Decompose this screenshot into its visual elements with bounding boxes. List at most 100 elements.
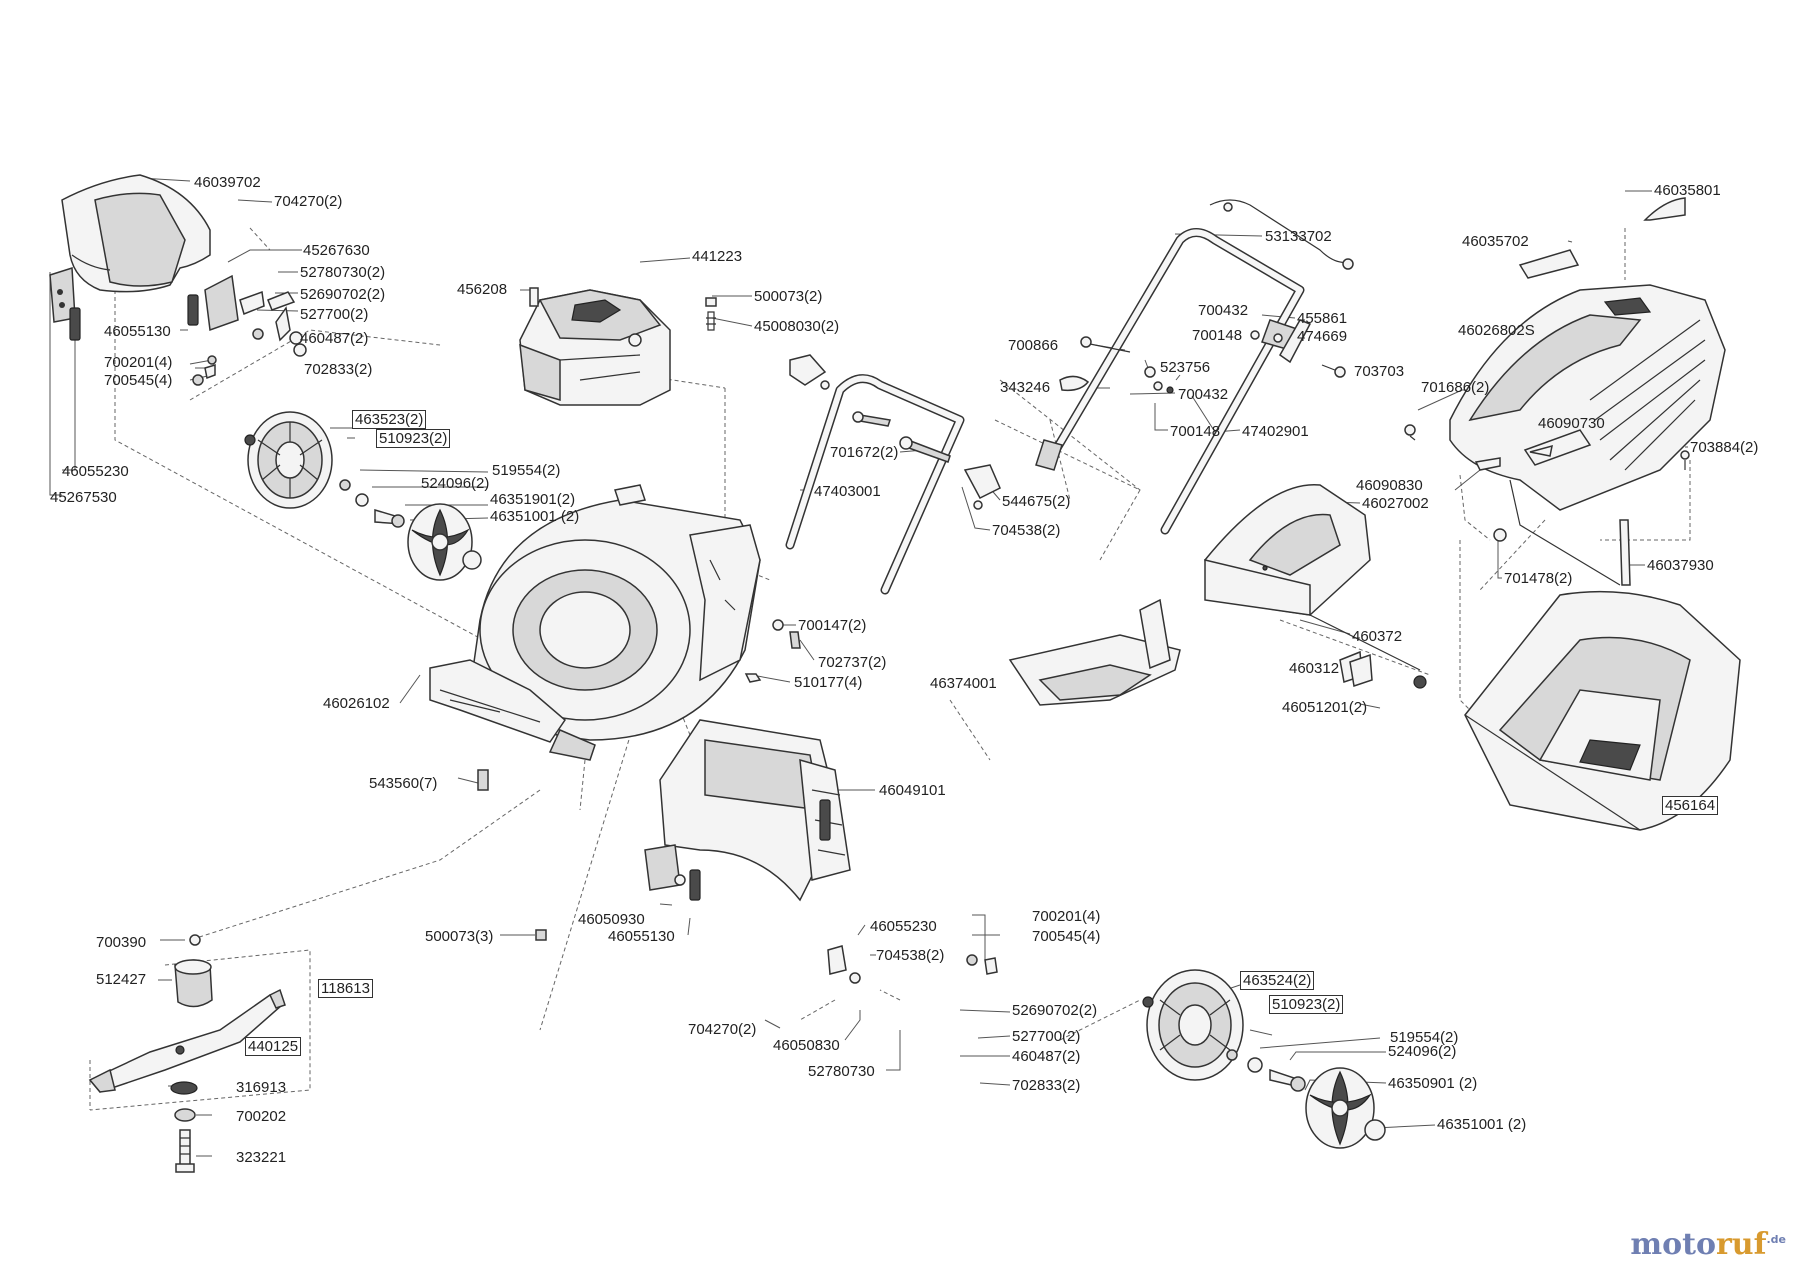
part-number-label: 700432 (1178, 386, 1229, 403)
part-number-label: 700432 (1198, 302, 1249, 319)
part-number-label: 46037930 (1647, 557, 1714, 574)
discharge-chute (659, 719, 851, 902)
part-number-label: 463523(2) (352, 410, 427, 429)
part-number-label: 46026102 (323, 695, 390, 712)
part-number-label: 527700(2) (300, 306, 369, 323)
rear-flap (61, 174, 211, 293)
part-number-label: 316913 (236, 1079, 287, 1096)
bag-frame-rod (1493, 479, 1631, 586)
part-number-label: 702737(2) (818, 654, 887, 671)
part-number-label: 46035702 (1462, 233, 1529, 250)
part-number-label: 704270(2) (274, 193, 343, 210)
part-number-label: 512427 (96, 971, 147, 988)
part-number-label: 47402901 (1242, 423, 1309, 440)
handle-hardware (1059, 319, 1346, 394)
part-number-label: 500073(3) (425, 928, 494, 945)
part-number-label: 46351001 (2) (1437, 1116, 1527, 1133)
part-number-label: 46039702 (194, 174, 261, 191)
part-number-label: 700545(4) (1032, 928, 1101, 945)
part-number-label: 544675(2) (1002, 493, 1071, 510)
part-number-label: 46090730 (1538, 415, 1605, 432)
part-number-label: 460312 (1289, 660, 1340, 677)
part-number-label: 700866 (1008, 337, 1059, 354)
part-number-label: 524096(2) (1388, 1043, 1457, 1060)
part-number-label: 47403001 (814, 483, 881, 500)
mower-deck (429, 484, 761, 761)
hubcap-bottom (1305, 1067, 1386, 1149)
left-rear-brackets (49, 266, 307, 386)
part-number-label: 456208 (457, 281, 508, 298)
part-number-label: 46374001 (930, 675, 997, 692)
part-number-label: 460372 (1352, 628, 1403, 645)
part-number-label: 510923(2) (1269, 995, 1344, 1014)
part-number-label: 463524(2) (1240, 971, 1315, 990)
part-number-label: 704270(2) (688, 1021, 757, 1038)
part-number-label: 455861 (1297, 310, 1348, 327)
part-number-label: 46351901(2) (490, 491, 576, 508)
part-number-label: 524096(2) (421, 475, 490, 492)
part-number-label: 46027002 (1362, 495, 1429, 512)
part-number-label: 700148 (1170, 423, 1221, 440)
part-number-label: 500073(2) (754, 288, 823, 305)
part-number-label: 52690702(2) (1012, 1002, 1098, 1019)
part-number-label: 53133702 (1265, 228, 1332, 245)
hubcap-top (407, 503, 482, 581)
part-number-label: 519554(2) (1390, 1029, 1459, 1046)
rear-cover (1404, 197, 1726, 511)
part-number-label: 441223 (692, 248, 743, 265)
part-number-label: 700147(2) (798, 617, 867, 634)
part-number-label: 523756 (1160, 359, 1211, 376)
part-number-label: 45267530 (50, 489, 117, 506)
part-number-label: 323221 (236, 1149, 287, 1166)
part-number-label: 46050830 (773, 1037, 840, 1054)
part-number-label: 46090830 (1356, 477, 1423, 494)
part-number-label: 118613 (318, 979, 373, 998)
part-number-label: 46055130 (608, 928, 675, 945)
part-number-label: 45267630 (303, 242, 370, 259)
part-number-label: 704538(2) (876, 947, 945, 964)
part-number-label: 700201(4) (104, 354, 173, 371)
part-number-label: 543560(7) (369, 775, 438, 792)
part-number-label: 52690702(2) (300, 286, 386, 303)
part-number-label: 343246 (1000, 379, 1051, 396)
part-number-label: 460487(2) (300, 330, 369, 347)
part-number-label: 700202 (236, 1108, 287, 1125)
part-number-label: 46035801 (1654, 182, 1721, 199)
part-number-label: 46050930 (578, 911, 645, 928)
part-number-label: 704538(2) (992, 522, 1061, 539)
part-number-label: 701686(2) (1421, 379, 1490, 396)
part-number-label: 510923(2) (376, 429, 451, 448)
motoruf-watermark-logo: motoruf.de (1630, 1227, 1786, 1262)
part-number-label: 702833(2) (1012, 1077, 1081, 1094)
part-number-label: 519554(2) (492, 462, 561, 479)
part-number-label: 46049101 (879, 782, 946, 799)
part-number-label: 527700(2) (1012, 1028, 1081, 1045)
part-number-label: 46351001 (2) (490, 508, 580, 525)
mulch-insert (1008, 598, 1181, 706)
part-number-label: 456164 (1662, 796, 1719, 815)
part-number-label: 700148 (1192, 327, 1243, 344)
part-number-label: 46350901 (2) (1388, 1075, 1478, 1092)
lower-handle (785, 354, 1001, 595)
grass-bag-top (1204, 483, 1427, 689)
part-number-label: 510177(4) (794, 674, 863, 691)
part-number-label: 700545(4) (104, 372, 173, 389)
grass-bag (1464, 590, 1741, 831)
part-number-label: 45008030(2) (754, 318, 840, 335)
part-number-label: 701478(2) (1504, 570, 1573, 587)
part-number-label: 52780730 (808, 1063, 875, 1080)
part-number-label: 46051201(2) (1282, 699, 1368, 716)
rear-wheel-top (244, 411, 405, 528)
part-number-label: 440125 (245, 1037, 302, 1056)
part-number-label: 703703 (1354, 363, 1405, 380)
engine (519, 287, 717, 406)
part-number-label: 46026802S (1458, 322, 1535, 339)
part-number-label: 700201(4) (1032, 908, 1101, 925)
part-number-label: 46055230 (62, 463, 129, 480)
part-number-label: 46055130 (104, 323, 171, 340)
chute-brackets (644, 844, 998, 984)
part-number-label: 701672(2) (830, 444, 899, 461)
blade-assembly (88, 934, 286, 1173)
